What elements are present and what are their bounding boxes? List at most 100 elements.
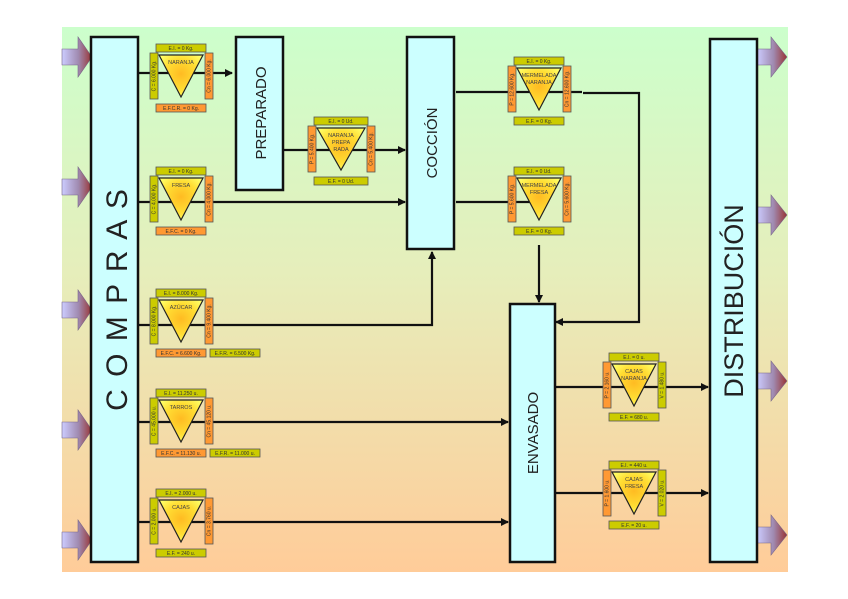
final-stock-text: E.F.C.R. = 0 Kg.	[163, 106, 199, 112]
stock-name: CAJAS	[625, 369, 643, 375]
final-stock-text: E.F. = 680 u.	[620, 415, 648, 421]
output-arrow-icon	[756, 36, 788, 78]
stock-name: NARANJA	[526, 80, 552, 86]
inflow-text: C = 8.000 Kg.	[152, 306, 158, 337]
outflow-text: Cn = 4.000 Kg.	[207, 182, 213, 216]
initial-stock-label	[513, 56, 565, 66]
stock-name: FRESA	[172, 183, 191, 189]
stock-name: NARANJA	[328, 133, 354, 139]
block-preparado-label: PREPARADO	[253, 66, 270, 159]
initial-stock-label	[608, 460, 660, 470]
block-distribucion[interactable]: DISTRIBUCIÓN	[708, 37, 759, 564]
supply-arrow-icon	[61, 519, 93, 561]
final-stock-text: E.F. = 0 Ud.	[328, 179, 354, 185]
outflow-text: Cn = 6.000 Kg.	[207, 59, 213, 93]
stock-node-fresa[interactable]: E.I. = 0 Kg. FRESA C = 4.000 Kg. Cn = 4.000…	[149, 166, 214, 236]
initial-stock-label	[155, 288, 207, 298]
final-stock-label	[155, 448, 207, 458]
stock-name: PREPA	[332, 140, 351, 146]
initial-stock-label	[608, 352, 660, 362]
output-arrow-icon	[756, 514, 788, 556]
outflow-label	[204, 297, 214, 345]
initial-stock-text: E.I. = 440 u.	[620, 463, 647, 469]
outflow-label	[657, 469, 667, 517]
initial-stock-label	[155, 43, 207, 53]
final-stock-text: E.F.C. = 11.130 u.	[161, 451, 201, 457]
initial-stock-text: E.I. = 0 u.	[623, 355, 645, 361]
stock-triangle-icon	[611, 363, 657, 408]
block-coccion[interactable]: COCCIÓN	[405, 35, 456, 251]
stock-name: CAJAS	[172, 505, 190, 511]
supply-input-arrows	[61, 36, 93, 561]
block-envasado-label: ENVASADO	[525, 392, 542, 474]
final-stock-label	[155, 103, 207, 113]
outflow-label	[204, 397, 214, 445]
stock-name: RADA	[333, 147, 349, 153]
outflow-text: Cn = 5.600 Kg.	[565, 182, 571, 216]
supply-arrow-icon	[61, 36, 93, 78]
stock-name: CAJAS	[625, 477, 643, 483]
inflow-label	[602, 361, 612, 409]
stock-triangle-icon	[315, 127, 367, 172]
outflow-label	[204, 175, 214, 223]
initial-stock-label	[513, 166, 565, 176]
inflow-label	[149, 52, 159, 100]
stock-name: NARANJA	[621, 376, 647, 382]
initial-stock-text: E.I. = 0 Kg.	[527, 59, 552, 65]
stock-triangle-icon	[516, 177, 562, 222]
outflow-text: V = 2.020 u.	[660, 479, 666, 506]
outflow-text: Cn = 3.760 u.	[207, 506, 213, 536]
final-stock-text: E.F. = 0 Kg.	[526, 229, 552, 235]
block-preparado[interactable]: PREPARADO	[234, 35, 285, 192]
stock-triangle-icon	[516, 67, 562, 112]
initial-stock-text: E.I. = 8.000 Kg.	[164, 291, 199, 297]
final-stock-label	[209, 348, 261, 358]
block-envasado[interactable]: ENVASADO	[508, 302, 557, 564]
inflow-text: P = 12.600 Kg.	[510, 72, 516, 105]
stock-name: FRESA	[530, 190, 549, 196]
final-stock-text: E.F. = 0 Kg.	[526, 119, 552, 125]
inflow-label	[602, 469, 612, 517]
final-stock-label	[155, 226, 207, 236]
outflow-text: Cn = 45.120 u.	[207, 405, 213, 438]
initial-stock-text: E.I. = 0 Kg.	[169, 46, 194, 52]
stock-name: MERMELADA	[522, 73, 557, 79]
output-arrow-icon	[756, 360, 788, 402]
initial-stock-label	[313, 116, 369, 126]
initial-stock-text: E.I. = 0 Ud.	[328, 119, 353, 125]
connector-mermelada-naranja-to-envasado	[555, 91, 641, 326]
output-arrow-icon	[756, 194, 788, 236]
outflow-text: V = 1.480 u.	[660, 371, 666, 398]
outflow-label	[562, 175, 572, 223]
outflow-label	[366, 125, 376, 173]
stock-triangle-icon	[611, 471, 657, 516]
inflow-text: P = 1.600 u.	[605, 479, 611, 506]
inflow-label	[149, 497, 159, 545]
supply-arrow-icon	[61, 289, 93, 331]
inflow-label	[149, 397, 159, 445]
supply-arrow-icon	[61, 166, 93, 208]
inflow-text: P = 5.400 Kg.	[310, 134, 316, 164]
stock-triangle-icon	[158, 299, 204, 344]
block-compras[interactable]: C O M P R A S	[89, 35, 140, 564]
final-stock-label	[608, 412, 660, 422]
outflow-text: Cn = 5.400 Kg.	[369, 132, 375, 166]
inflow-text: P = 2.160 u.	[605, 371, 611, 398]
stock-name: MERMELADA	[522, 183, 557, 189]
inflow-text: C = 4.000 Kg.	[152, 184, 158, 215]
stock-name: TARROS	[170, 405, 193, 411]
final-stock-text: E.F.R. = 6.500 Kg.	[215, 351, 256, 357]
stock-triangle-icon	[158, 177, 204, 222]
initial-stock-text: E.I. = 0 Kg.	[169, 169, 194, 175]
